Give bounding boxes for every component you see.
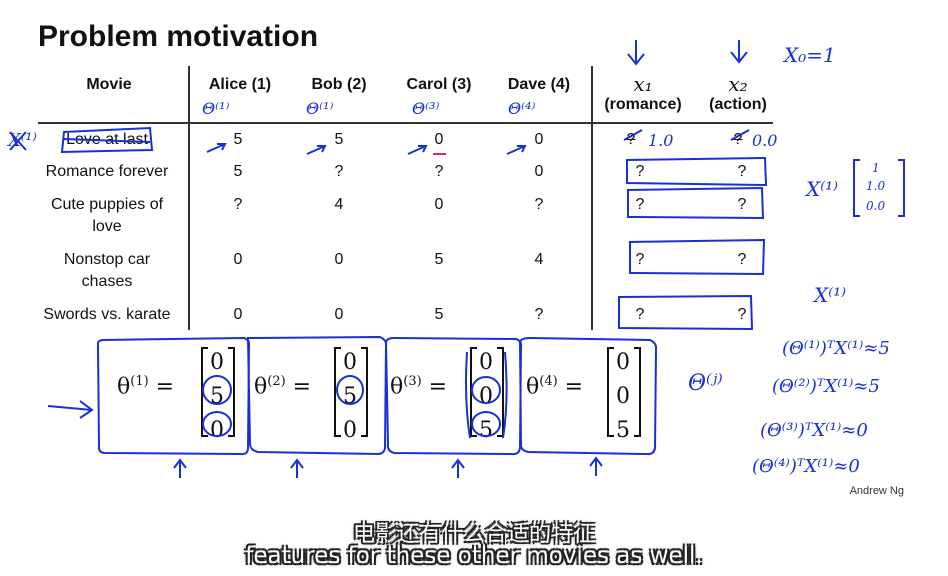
theta-superscript: (4) — [539, 374, 558, 389]
feature-symbol: x₂ — [728, 72, 748, 96]
theta-value: 0 — [479, 350, 493, 375]
table-divider-vertical — [591, 66, 593, 330]
feature-x2-cell: ? — [737, 196, 747, 213]
rating-cell: 0 — [534, 163, 544, 180]
blue-ink-text: X⁽¹⁾ X₀=1 1.0 0.0 X⁽¹⁾ 1 1.0 0.0 X⁽¹⁾ Θ⁽… — [6, 43, 890, 477]
feature-label: (romance) — [604, 96, 682, 113]
feature-header-romance: x₁ (romance) — [597, 72, 689, 114]
rating-cell: ? — [534, 306, 544, 323]
rating-cell: 0 — [434, 196, 444, 213]
subtitle-english: features for these other movies as well. — [245, 543, 703, 569]
feature-x2-cell: ? — [737, 163, 747, 180]
feature-x1-cell: ? — [626, 131, 636, 148]
feature-header-action: x₂ (action) — [698, 72, 778, 114]
feature-x2-cell: ? — [737, 306, 747, 323]
hand-x2-value: 0.0 — [752, 131, 777, 150]
rating-cell: 5 — [233, 131, 243, 148]
rating-cell: ? — [334, 163, 344, 180]
rating-cell: 5 — [334, 131, 344, 148]
theta-value: 5 — [479, 418, 493, 443]
user-header-carol: Carol (3) — [406, 76, 472, 93]
feature-symbol: x₁ — [633, 72, 653, 96]
feature-x1-cell: ? — [635, 306, 645, 323]
rating-cell: 0 — [534, 131, 544, 148]
rating-cell: ? — [233, 196, 243, 213]
slide-title: Problem motivation — [38, 20, 319, 53]
table-divider-vertical — [188, 66, 190, 330]
theta-mark-bob: Θ⁽¹⁾ — [306, 99, 333, 118]
rating-cell: ? — [534, 196, 544, 213]
rating-cell: 5 — [434, 306, 444, 323]
rating-cell: 0 — [334, 251, 344, 268]
x1-vector-label: X⁽¹⁾ — [804, 177, 838, 201]
theta-value: 0 — [616, 384, 630, 409]
theta-value: 0 — [210, 418, 224, 443]
feature-x2-cell: ? — [733, 131, 743, 148]
feature-x1-cell: ? — [635, 196, 645, 213]
theta-value: 0 — [210, 350, 224, 375]
x1-vector-value: 1.0 — [866, 179, 885, 193]
feature-x1-cell: ? — [635, 251, 645, 268]
movie-name: Romance forever — [45, 163, 169, 180]
rating-cell: ? — [434, 163, 444, 180]
equation-4: (Θ⁽⁴⁾)ᵀX⁽¹⁾≈0 — [752, 456, 860, 477]
rating-cell: 5 — [434, 251, 444, 268]
rating-cell: 0 — [233, 251, 243, 268]
rating-cell: 4 — [534, 251, 544, 268]
rating-cell: 4 — [334, 196, 344, 213]
theta-superscript: (1) — [130, 374, 149, 389]
theta-vector-4: 0 0 5 — [611, 346, 635, 448]
rating-cell: 0 — [434, 131, 444, 148]
user-header-bob: Bob (2) — [311, 76, 367, 93]
theta-mark-carol: Θ⁽³⁾ — [412, 99, 439, 118]
user-header-alice: Alice (1) — [208, 76, 272, 93]
theta-vector-2: 0 5 0 — [338, 346, 362, 448]
equation-2: (Θ⁽²⁾)ᵀX⁽¹⁾≈5 — [772, 376, 880, 397]
equation-3: (Θ⁽³⁾)ᵀX⁽¹⁾≈0 — [760, 420, 868, 441]
rating-cell: 0 — [233, 306, 243, 323]
matrix-brackets — [201, 347, 641, 437]
theta-value: 0 — [616, 350, 630, 375]
theta-label-2: θ(2) = — [254, 374, 312, 400]
x1-vector-value: 1 — [872, 161, 880, 175]
theta-label-3: θ(3) = — [390, 374, 448, 400]
user-header-dave: Dave (4) — [507, 76, 571, 93]
theta-mark-dave: Θ⁽⁴⁾ — [508, 99, 535, 118]
rating-cell: 0 — [334, 306, 344, 323]
x1-vector-value: 0.0 — [866, 199, 885, 213]
theta-vector-1: 0 5 0 — [205, 346, 229, 448]
theta-label-4: θ(4) = — [526, 374, 584, 400]
movie-name: Swords vs. karate — [43, 306, 171, 323]
feature-x1-cell: ? — [635, 163, 645, 180]
feature-x2-cell: ? — [737, 251, 747, 268]
table-divider-horizontal — [38, 122, 773, 124]
feature-label: (action) — [709, 96, 767, 113]
theta-value: 5 — [616, 418, 630, 443]
x1-mid-label: X⁽¹⁾ — [812, 283, 846, 307]
movie-name: Cute puppies of love — [50, 196, 164, 235]
theta-value: 0 — [343, 350, 357, 375]
x0-note: X₀=1 — [782, 43, 836, 67]
theta-value: 0 — [343, 418, 357, 443]
theta-mark-alice: Θ⁽¹⁾ — [202, 99, 229, 118]
theta-superscript: (2) — [267, 374, 286, 389]
theta-superscript: (3) — [403, 374, 422, 389]
movie-name: Nonstop car chases — [63, 251, 151, 290]
hand-x1-value: 1.0 — [648, 131, 673, 150]
equation-1: (Θ⁽¹⁾)ᵀX⁽¹⁾≈5 — [782, 338, 890, 359]
rating-cell: 5 — [233, 163, 243, 180]
movie-column-header: Movie — [86, 76, 132, 93]
subtitle-chinese: 电影还有什么合适的特征 — [352, 522, 595, 547]
author-credit: Andrew Ng — [849, 485, 904, 497]
theta-j-label: Θ⁽ʲ⁾ — [688, 371, 723, 396]
theta-label-1: θ(1) = — [117, 374, 175, 400]
x1-label-left: X⁽¹⁾ — [6, 130, 37, 151]
blue-ink — [9, 40, 905, 478]
